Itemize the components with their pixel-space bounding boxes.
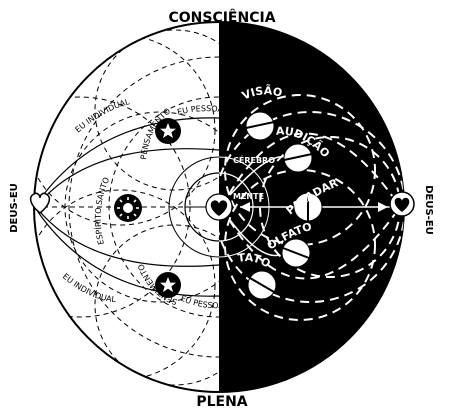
- heart-icon: [389, 191, 415, 217]
- mente-label: MENTE: [233, 192, 264, 201]
- star-icon: [155, 272, 181, 298]
- planet-icon: [281, 238, 311, 268]
- right-deus-eu-label: DEUS-EU: [423, 185, 434, 235]
- heart-icon: [29, 192, 51, 214]
- title-top: CONSCIÊNCIA: [168, 9, 275, 26]
- cerebro-label: CÉREBRO: [233, 154, 275, 165]
- left-deus-eu-label: DEUS-EU: [9, 183, 20, 233]
- planet-icon: [283, 143, 313, 173]
- planet-icon: [293, 192, 323, 222]
- star-icon: [155, 118, 181, 144]
- planet-icon: [245, 111, 275, 141]
- left-solid-arcs: [35, 117, 219, 297]
- planet-icon: [247, 270, 277, 300]
- arrows: [240, 202, 388, 212]
- title-bottom: PLENA: [196, 394, 247, 410]
- sun-icon: [114, 194, 142, 222]
- heart-icon: [205, 193, 233, 221]
